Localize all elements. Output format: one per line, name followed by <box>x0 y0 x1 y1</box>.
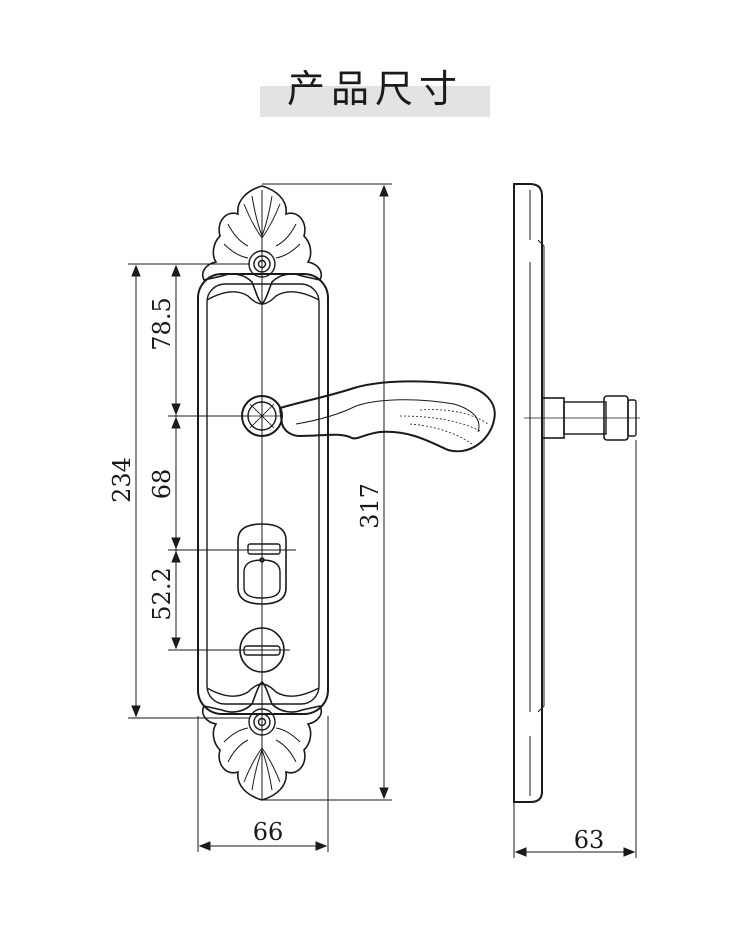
dim-depth: 63 <box>574 826 605 854</box>
front-plate <box>197 273 329 715</box>
dim-hole-span: 234 <box>108 457 136 503</box>
lever-handle <box>241 380 496 453</box>
dimension-lines <box>128 183 637 858</box>
dim-cylinder-to-turn: 52.2 <box>148 567 176 620</box>
side-view <box>513 183 640 803</box>
dim-handle-to-cylinder: 68 <box>148 469 176 500</box>
page-title: 产品尺寸 <box>286 67 463 111</box>
dim-top-to-handle: 78.5 <box>148 297 176 350</box>
dim-plate-width: 66 <box>253 818 284 846</box>
dim-total-height: 317 <box>356 483 384 529</box>
title-band <box>260 86 490 117</box>
